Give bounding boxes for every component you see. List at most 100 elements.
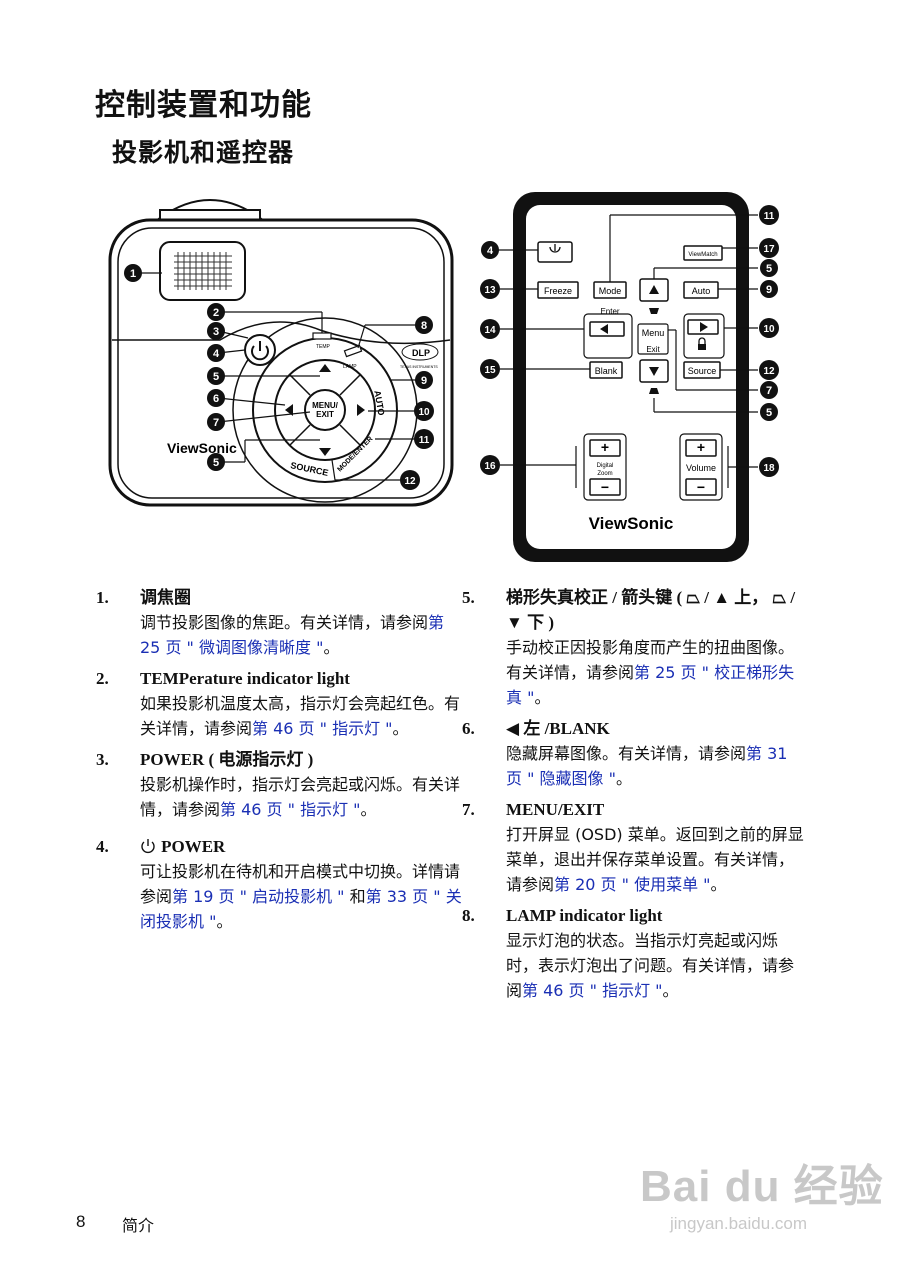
menu-button[interactable]: Menu bbox=[642, 328, 665, 338]
desc-text: 。 bbox=[710, 875, 727, 894]
menu-label-bottom: EXIT bbox=[316, 410, 334, 419]
desc-text: 如果投影机温度太高，指示灯会亮起红色。有关详情，请参阅 bbox=[140, 694, 461, 738]
volume-label: Volume bbox=[686, 463, 716, 473]
callout: 10 bbox=[418, 407, 430, 418]
page-number: 8 bbox=[76, 1212, 86, 1231]
desc-text: 。 bbox=[392, 719, 409, 738]
right-column: 5. 梯形失真校正 / 箭头键 ( ⏢ / ▲ 上， ⏢ / ▼ 下 ) 手动校… bbox=[462, 585, 807, 1009]
exit-label: Exit bbox=[646, 345, 660, 354]
watermark: Bai du 经验 jingyan.baidu.com bbox=[640, 1150, 884, 1234]
item-desc: 可让投影机在待机和开启模式中切换。详情请参阅第 19 页 " 启动投影机 " 和… bbox=[140, 859, 462, 934]
item-7: 7. MENU/EXIT 打开屏显 (OSD) 菜单。返回到之前的屏显菜单，退出… bbox=[462, 797, 807, 897]
projector-brand: ViewSonic bbox=[167, 440, 237, 456]
callout: 10 bbox=[763, 324, 775, 335]
desc-text: 。 bbox=[216, 912, 233, 931]
mode-button[interactable]: Mode bbox=[599, 286, 622, 296]
page-subtitle: 投影机和遥控器 bbox=[112, 138, 295, 167]
callout: 1 bbox=[130, 268, 136, 280]
callout: 7 bbox=[213, 417, 219, 429]
auto-label: AUTO bbox=[372, 390, 386, 417]
callout: 5 bbox=[213, 457, 219, 469]
item-number: 5. bbox=[462, 588, 475, 607]
item-5: 5. 梯形失真校正 / 箭头键 ( ⏢ / ▲ 上， ⏢ / ▼ 下 ) 手动校… bbox=[462, 585, 807, 710]
desc-text: 手动校正因投影角度而产生的扭曲图像。有关详情，请参阅 bbox=[506, 638, 795, 682]
zoom-minus-button[interactable]: − bbox=[601, 479, 609, 495]
desc-text: 打开屏显 (OSD) 菜单。返回到之前的屏显菜单，退出并保存菜单设置。有关详情，… bbox=[506, 825, 804, 894]
power-icon bbox=[141, 839, 155, 854]
watermark-logo: Bai du 经验 bbox=[640, 1162, 884, 1211]
callout: 4 bbox=[213, 348, 220, 360]
item-title: 调焦圈 bbox=[140, 588, 191, 607]
callout: 9 bbox=[766, 284, 772, 296]
item-title: POWER bbox=[161, 837, 226, 856]
desc-text: 可让投影机在待机和开启模式中切换。详情请参阅 bbox=[140, 862, 461, 906]
desc-text: 调节投影图像的焦距。有关详情，请参阅 bbox=[140, 613, 429, 632]
auto-button[interactable]: Auto bbox=[692, 286, 711, 296]
item-8: 8. LAMP indicator light 显示灯泡的状态。当指示灯亮起或闪… bbox=[462, 903, 807, 1003]
item-number: 6. bbox=[462, 719, 475, 738]
item-title: ◀ 左 /BLANK bbox=[506, 719, 610, 738]
desc-text: 。 bbox=[534, 688, 551, 707]
item-number: 3. bbox=[96, 750, 109, 769]
callout: 4 bbox=[487, 245, 494, 257]
page-link[interactable]: 第 20 页 " 使用菜单 " bbox=[554, 875, 711, 894]
item-3: 3. POWER ( 电源指示灯 ) 投影机操作时，指示灯会亮起或闪烁。有关详情… bbox=[96, 747, 462, 822]
item-number: 4. bbox=[96, 837, 109, 856]
callout: 11 bbox=[764, 211, 775, 222]
blank-button[interactable]: Blank bbox=[595, 366, 618, 376]
volume-minus-button[interactable]: − bbox=[697, 479, 705, 495]
page-link[interactable]: 第 33 页 " 关闭投影机 " bbox=[140, 887, 462, 931]
callout: 16 bbox=[484, 461, 496, 472]
callout: 2 bbox=[213, 307, 219, 319]
zoom-label: Zoom bbox=[597, 471, 612, 477]
freeze-button[interactable]: Freeze bbox=[544, 286, 572, 296]
page-link[interactable]: 第 46 页 " 指示灯 " bbox=[522, 981, 663, 1000]
item-6: 6. ◀ 左 /BLANK 隐藏屏幕图像。有关详情，请参阅第 31 页 " 隐藏… bbox=[462, 716, 807, 791]
item-desc: 手动校正因投影角度而产生的扭曲图像。有关详情，请参阅第 25 页 " 校正梯形失… bbox=[506, 635, 807, 710]
page-link[interactable]: 第 46 页 " 指示灯 " bbox=[220, 800, 361, 819]
item-title: LAMP indicator light bbox=[506, 906, 663, 925]
page-link[interactable]: 第 25 页 " 校正梯形失真 " bbox=[506, 663, 795, 707]
callout: 8 bbox=[421, 320, 427, 332]
lamp-label: LAMP bbox=[343, 364, 357, 370]
desc-text: 。 bbox=[662, 981, 679, 1000]
callout: 6 bbox=[213, 393, 219, 405]
desc-text: 和 bbox=[344, 887, 366, 906]
callout: 9 bbox=[421, 375, 427, 387]
watermark-url: jingyan.baidu.com bbox=[670, 1214, 808, 1233]
callout: 12 bbox=[763, 366, 775, 377]
desc-text: 。 bbox=[615, 769, 632, 788]
item-desc: 调节投影图像的焦距。有关详情，请参阅第 25 页 " 微调图像清晰度 "。 bbox=[140, 610, 462, 660]
zoom-plus-button[interactable]: + bbox=[601, 439, 609, 455]
desc-text: 显示灯泡的状态。当指示灯亮起或闪烁时，表示灯泡出了问题。有关详情，请参阅 bbox=[506, 931, 795, 1000]
volume-plus-button[interactable]: + bbox=[697, 439, 705, 455]
menu-label-top: MENU/ bbox=[312, 401, 339, 410]
viewmatch-button[interactable]: ViewMatch bbox=[688, 252, 717, 258]
section-name: 简介 bbox=[122, 1216, 155, 1235]
dlp-logo: DLP bbox=[412, 348, 430, 358]
item-desc: 投影机操作时，指示灯会亮起或闪烁。有关详情，请参阅第 46 页 " 指示灯 "。 bbox=[140, 772, 462, 822]
callout: 14 bbox=[484, 325, 496, 336]
remote-callouts: 4 13 14 15 16 11 17 5 9 10 12 7 5 18 bbox=[480, 205, 779, 477]
item-number: 2. bbox=[96, 669, 109, 688]
callout: 17 bbox=[763, 244, 775, 255]
page-link[interactable]: 第 46 页 " 指示灯 " bbox=[252, 719, 393, 738]
callout: 3 bbox=[213, 326, 219, 338]
page-title: 控制装置和功能 bbox=[95, 88, 312, 123]
digital-label: Digital bbox=[597, 463, 614, 469]
page-link[interactable]: 第 31 页 " 隐藏图像 " bbox=[506, 744, 788, 788]
callout: 15 bbox=[484, 365, 496, 376]
callout: 7 bbox=[766, 385, 772, 397]
item-4: 4. POWER 可让投影机在待机和开启模式中切换。详情请参阅第 19 页 " … bbox=[96, 834, 462, 934]
callout: 13 bbox=[484, 285, 496, 296]
item-title: TEMPerature indicator light bbox=[140, 669, 350, 688]
item-1: 1. 调焦圈 调节投影图像的焦距。有关详情，请参阅第 25 页 " 微调图像清晰… bbox=[96, 585, 462, 660]
desc-text: 投影机操作时，指示灯会亮起或闪烁。有关详情，请参阅 bbox=[140, 775, 461, 819]
item-number: 7. bbox=[462, 800, 475, 819]
item-desc: 如果投影机温度太高，指示灯会亮起红色。有关详情，请参阅第 46 页 " 指示灯 … bbox=[140, 691, 462, 741]
temp-label: TEMP bbox=[316, 344, 331, 350]
page-link[interactable]: 第 25 页 " 微调图像清晰度 " bbox=[140, 613, 445, 657]
item-title: MENU/EXIT bbox=[506, 800, 605, 819]
source-button[interactable]: Source bbox=[688, 366, 717, 376]
page-link[interactable]: 第 19 页 " 启动投影机 " bbox=[172, 887, 345, 906]
